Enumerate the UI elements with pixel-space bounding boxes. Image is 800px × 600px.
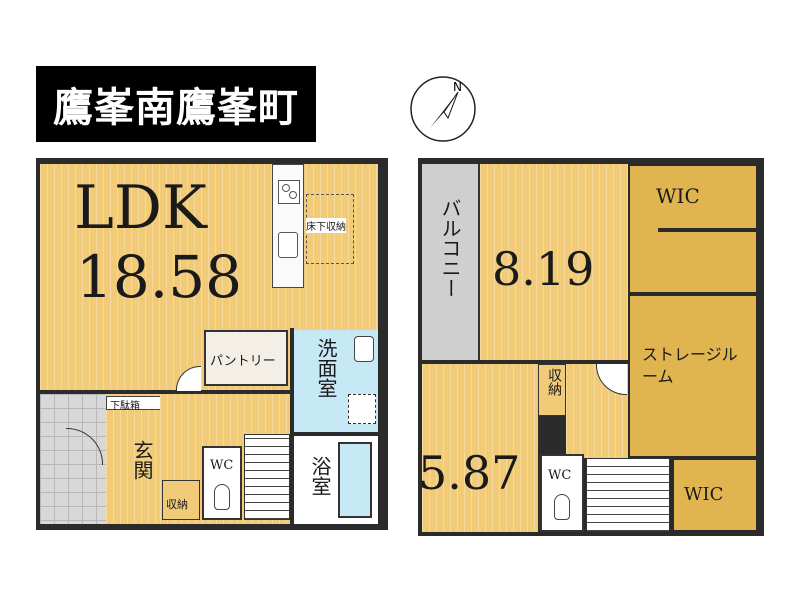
wic-top-label: WIC	[656, 184, 700, 208]
balcony-label: バルコニー	[438, 198, 462, 298]
stove-icon	[278, 180, 300, 204]
washroom-label: 洗面室	[314, 338, 338, 398]
shoe-storage-label: 下駄箱	[110, 401, 140, 412]
storage-room-label: ストレージルーム	[642, 345, 738, 386]
storage-room	[628, 294, 758, 458]
bedroom-5-87-size: 5.87	[418, 446, 521, 500]
floor2-stairs	[586, 458, 670, 532]
floor1-toilet-icon	[214, 484, 230, 510]
bathtub-icon	[338, 442, 372, 518]
floor2-plan: バルコニー 8.19 WIC ストレージルーム 5.87 収納 WC WIC	[418, 158, 764, 536]
wic-top-shelf	[658, 228, 758, 232]
floor1-storage-label: 収納	[166, 498, 188, 511]
title-banner: 鷹峯南鷹峯町	[36, 66, 316, 142]
washing-machine-icon	[348, 394, 376, 424]
north-arrow-icon	[410, 76, 476, 142]
floor2-toilet-icon	[554, 494, 570, 520]
page-title: 鷹峯南鷹峯町	[53, 84, 299, 131]
compass: N	[408, 74, 478, 144]
bedroom-5-87	[422, 364, 538, 532]
floor1-plan: 床下収納 LDK 18.58 下駄箱 玄関 パントリー 洗面室 浴室 WC 収納	[36, 158, 388, 530]
bathroom-label: 浴室	[308, 456, 332, 496]
entrance-label: 玄関	[130, 440, 154, 480]
bedroom-8-19-size: 8.19	[492, 242, 595, 296]
compass-north-label: N	[453, 80, 462, 94]
washbasin-icon	[354, 336, 374, 362]
entrance-hall	[106, 394, 160, 524]
ldk-name-label: LDK	[74, 173, 207, 243]
pantry-label: パントリー	[210, 354, 276, 369]
ldk-size-label: 18.58	[76, 243, 243, 311]
floor1-wc-label: WC	[210, 458, 234, 473]
floor2-mid-wall	[422, 360, 628, 364]
sink-icon	[278, 232, 298, 258]
pantry	[204, 330, 288, 386]
floor2-hallway	[566, 364, 628, 458]
balcony	[422, 164, 480, 360]
floor1-stairs	[244, 434, 290, 520]
floor2-storage-label: 収納	[546, 368, 562, 396]
underfloor-storage-label: 床下収納	[306, 218, 346, 233]
floor1-wc	[202, 446, 242, 520]
floor2-storage	[538, 364, 566, 416]
wic-bottom	[672, 458, 758, 532]
wic-bottom-label: WIC	[684, 484, 724, 505]
floor2-wc-label: WC	[548, 468, 572, 483]
washroom-wall	[290, 328, 294, 434]
bath-wall	[290, 432, 378, 436]
floor1-mid-wall	[40, 390, 378, 394]
floor2-wc	[540, 454, 584, 532]
floor1-storage	[162, 480, 200, 520]
bedroom-8-19	[480, 164, 628, 360]
